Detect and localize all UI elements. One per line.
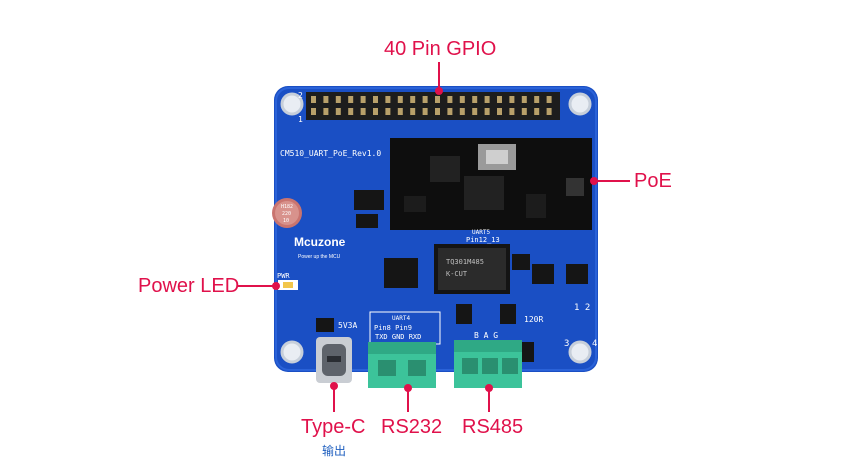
gpio-pin	[472, 96, 478, 103]
poe-module	[390, 138, 592, 230]
gpio-label: 40 Pin GPIO	[384, 38, 497, 60]
mounting-holes	[280, 92, 592, 364]
gpio-pin	[435, 96, 440, 103]
gpio-pin	[521, 96, 527, 103]
gpio-pin	[509, 108, 515, 115]
poe-leader-line	[594, 180, 630, 182]
power-rating-label: 5V3A	[338, 321, 357, 330]
switch-12-label: 1 2	[574, 303, 590, 313]
gpio-pin	[497, 108, 502, 115]
rs485-terminal	[454, 340, 522, 388]
gpio-pin	[422, 108, 428, 115]
uart5-pins-label: Pin12_13	[466, 236, 500, 244]
gpio-pin	[546, 108, 552, 115]
gpio-pin	[435, 108, 440, 115]
gpio-pin	[484, 96, 490, 103]
gpio-pin	[534, 108, 540, 115]
gpio-marker	[435, 87, 443, 95]
gpio-pin	[385, 96, 391, 103]
gpio-pin	[323, 108, 329, 115]
gpio-pin	[447, 108, 453, 115]
rs232-marker	[404, 384, 412, 392]
power-led	[278, 280, 298, 290]
gpio-pin	[447, 96, 453, 103]
gpio-pin	[397, 96, 403, 103]
rs485-marker	[485, 384, 493, 392]
header-pin2-label: 2	[298, 91, 303, 100]
gpio-pin	[397, 108, 403, 115]
gpio-pin	[410, 108, 416, 115]
uart5-label: UART5	[472, 229, 490, 236]
switch-4-label: 4	[592, 339, 597, 349]
gpio-pin	[335, 108, 341, 115]
gpio-pin	[521, 108, 527, 115]
header-pin1-label: 1	[298, 115, 303, 124]
rs485-pins-label: B A G	[474, 331, 498, 340]
gpio-pin	[373, 96, 378, 103]
rs485-transformer	[434, 244, 510, 294]
gpio-header	[306, 92, 560, 120]
uart4-pins-label: Pin8 Pin9	[374, 324, 412, 332]
gpio-pin	[459, 96, 465, 103]
rs232-label: RS232	[381, 416, 443, 438]
typec-marker	[330, 382, 338, 390]
gpio-pin	[311, 96, 316, 103]
board-name-label: CM510_UART_PoE_Rev1.0	[280, 149, 381, 158]
uart4-label: UART4	[392, 315, 410, 322]
gpio-pin	[311, 108, 316, 115]
rs485-label: RS485	[462, 416, 524, 438]
gpio-pin	[373, 108, 378, 115]
gpio-pin	[459, 108, 465, 115]
capacitor-text-2: 220	[282, 211, 291, 217]
power-led-leader-line	[238, 285, 276, 287]
capacitor-text-1: H182	[281, 204, 293, 210]
gpio-leader-line	[438, 62, 440, 90]
switch-3-label: 3	[564, 339, 569, 349]
gpio-pin	[534, 96, 540, 103]
typec-label: Type-C	[301, 416, 366, 438]
electrolytic-capacitor	[272, 198, 302, 228]
typec-leader-line	[333, 386, 335, 412]
gpio-pin	[385, 108, 391, 115]
gpio-pin	[509, 96, 515, 103]
rs485-leader-line	[488, 388, 490, 412]
gpio-pin	[546, 96, 552, 103]
brand-tagline: Power up the MCU	[298, 254, 341, 260]
uart4-signals-label: TXD GND RXD	[375, 333, 421, 341]
brand-logo: Mcuzone	[294, 235, 346, 249]
pwr-label: PWR	[277, 272, 290, 280]
poe-label: PoE	[634, 170, 672, 192]
rs232-leader-line	[407, 388, 409, 412]
small-ics	[316, 190, 588, 362]
gpio-pin	[360, 96, 366, 103]
gpio-pin	[335, 96, 341, 103]
gpio-pin	[472, 108, 478, 115]
poe-marker	[590, 177, 598, 185]
gpio-pin	[360, 108, 366, 115]
termination-label: 120R	[524, 315, 543, 324]
power-led-label: Power LED	[138, 275, 240, 297]
gpio-pin	[484, 108, 490, 115]
transformer-part: TQ301M485	[446, 258, 484, 266]
power-led-marker	[272, 282, 280, 290]
gpio-pin	[422, 96, 428, 103]
rs232-terminal	[368, 342, 436, 388]
usb-typec-port	[316, 337, 352, 383]
gpio-pin	[348, 96, 354, 103]
gpio-pin	[348, 108, 354, 115]
gpio-pin	[323, 96, 329, 103]
transformer-brand: K-CUT	[446, 270, 468, 278]
gpio-pin	[410, 96, 416, 103]
typec-output-label: 输出	[322, 444, 347, 458]
gpio-pin	[497, 96, 502, 103]
capacitor-text-3: 10	[283, 218, 289, 224]
